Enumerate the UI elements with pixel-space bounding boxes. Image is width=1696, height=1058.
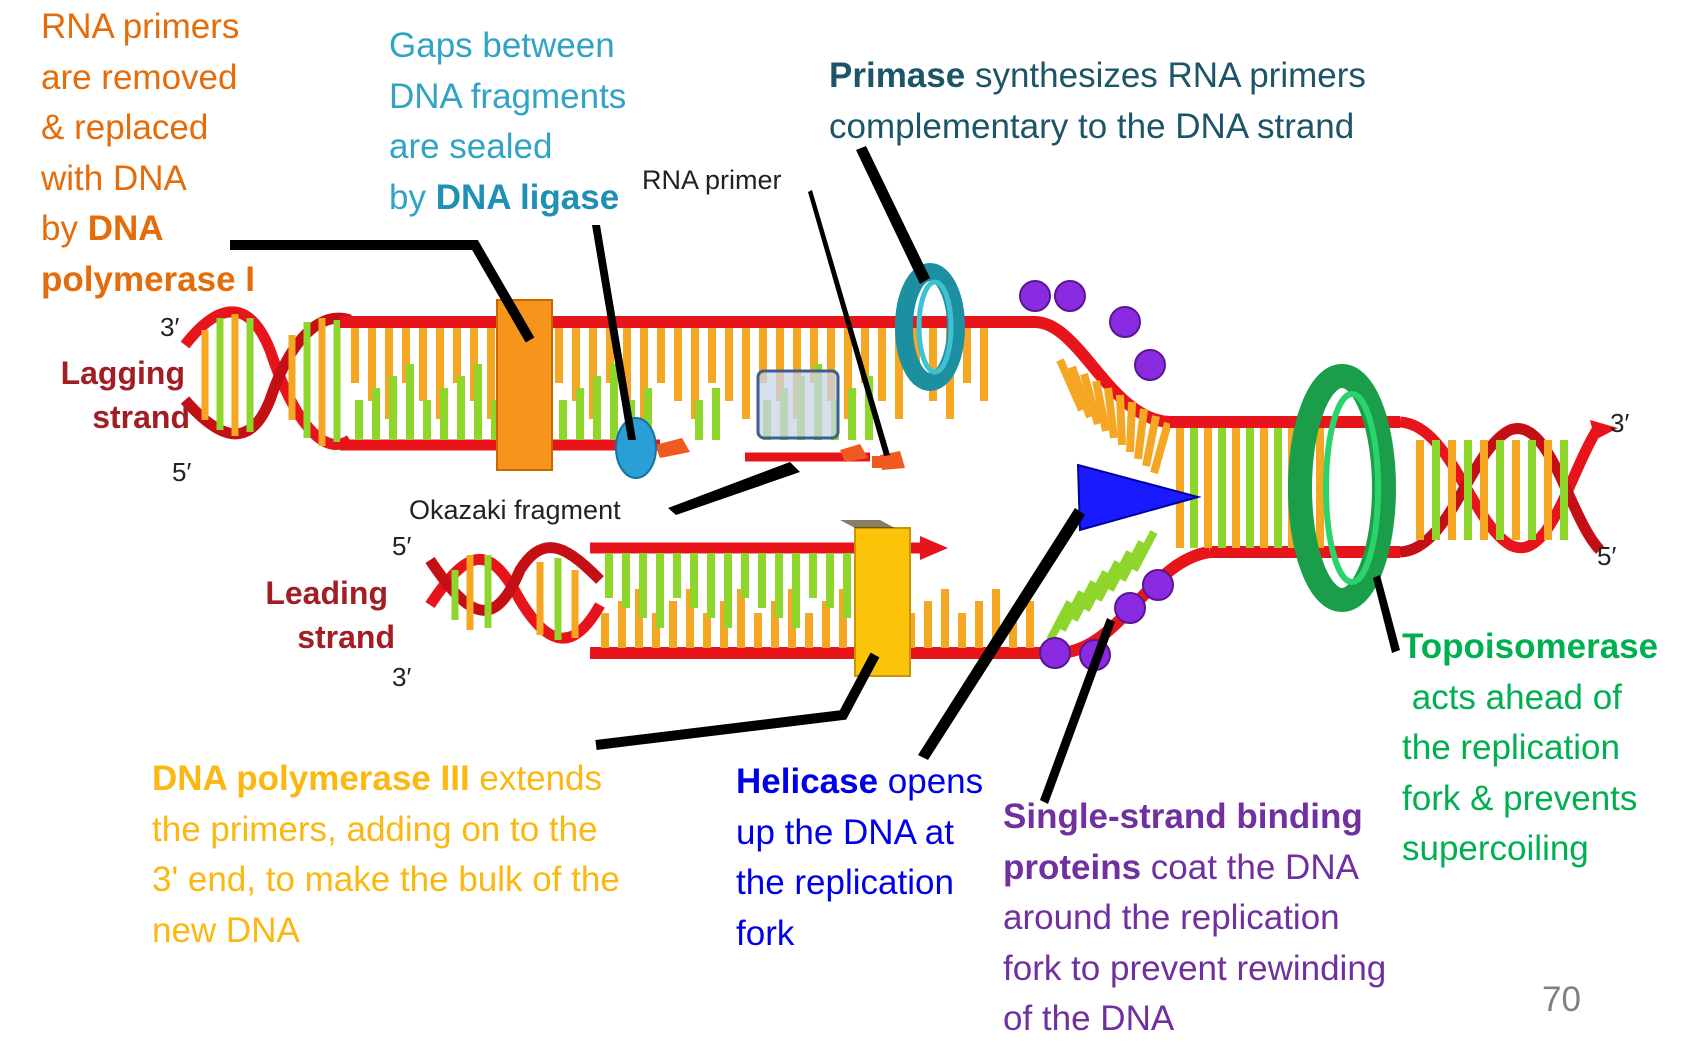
ssb-protein: [1142, 569, 1174, 601]
helicase-caption: Helicase opens up the DNA at the replica…: [736, 757, 983, 959]
dna-polymerase-i-caption: RNA primers are removed & replaced with …: [41, 2, 255, 305]
pol3-line-2: the primers, adding on to the: [152, 809, 598, 849]
duplex-5prime-label: 5′: [1597, 541, 1616, 571]
ssb-protein: [1114, 592, 1146, 624]
base-pair-rung: [1118, 540, 1146, 582]
ligase-line-3: are sealed: [389, 127, 553, 166]
base-pair-rung: [1130, 530, 1158, 572]
helicase-wedge: [1076, 463, 1202, 532]
base-pair-rung: [1058, 590, 1086, 632]
ssb-protein: [1039, 637, 1071, 669]
duplex-3prime-label: 3′: [1610, 408, 1629, 438]
topo-line-1-bold: Topoisomerase: [1402, 627, 1659, 666]
ligase-line-1: Gaps between: [389, 26, 615, 65]
ssb-protein: [1054, 280, 1086, 312]
lagging-3prime-label: 3′: [160, 312, 179, 342]
fork-open-bases: [1046, 358, 1172, 642]
base-pair-rung: [1046, 600, 1074, 642]
dna-polymerase-iii-caption: DNA polymerase III extends the primers, …: [152, 754, 620, 956]
parental-duplex-bases: [1176, 428, 1568, 548]
ligase-line-4-prefix: by: [389, 177, 436, 217]
base-pair-rung: [1056, 358, 1086, 412]
leading-helix-left: [425, 542, 605, 644]
pol3-bold: DNA polymerase III: [152, 759, 470, 798]
lagging-5prime-label: 5′: [172, 457, 191, 487]
leading-strand-label-1: Leading: [265, 575, 388, 611]
dna-ligase-caption: Gaps between DNA fragments are sealed by…: [389, 21, 626, 223]
okazaki-gap-box: [756, 369, 840, 440]
primase-rest: synthesizes RNA primers: [965, 56, 1366, 95]
pol1-line-4: with DNA: [41, 158, 187, 198]
base-pair-rung: [1106, 550, 1134, 592]
page-number: 70: [1542, 980, 1581, 1019]
dna-polymerase-iii-shape: [854, 527, 911, 677]
pol3-line-3: 3' end, to make the bulk of the: [152, 860, 620, 899]
pol1-line-5-prefix: by: [41, 209, 88, 248]
ssb-protein: [1019, 280, 1051, 312]
base-pair-rung: [1068, 365, 1094, 419]
helicase-line-3: the replication: [736, 863, 954, 902]
topo-line-3: the replication: [1402, 728, 1620, 767]
primase-caption: Primase synthesizes RNA primers compleme…: [829, 51, 1366, 152]
base-pair-rung: [1126, 401, 1136, 453]
ligase-line-4-bold: DNA ligase: [435, 177, 620, 217]
ssb-line-4: fork to prevent rewinding: [1003, 948, 1387, 988]
topoisomerase-ring: [1288, 364, 1396, 612]
base-pair-rung: [1150, 421, 1172, 475]
base-pair-rung: [1092, 380, 1110, 432]
okazaki-fragment-label: Okazaki fragment: [409, 495, 621, 525]
pointer-lines: [230, 146, 1400, 804]
lagging-strand-bases: [351, 328, 988, 440]
helicase-line-2: up the DNA at: [736, 812, 954, 852]
pol1-line-3: & replaced: [41, 108, 209, 147]
ssb-line-2-bold: proteins: [1003, 847, 1142, 887]
leading-3prime-label: 3′: [392, 662, 411, 692]
topo-line-4: fork & prevents: [1402, 778, 1638, 818]
ssb-line-1-bold: Single-strand binding: [1003, 797, 1363, 836]
pol1-line-1: RNA primers: [41, 7, 240, 46]
primase-line-2: complementary to the DNA strand: [829, 106, 1355, 146]
base-pair-rung: [1142, 415, 1160, 467]
primase-bold: Primase: [829, 56, 966, 95]
pol1-line-5: by DNA: [41, 204, 255, 255]
dna-ligase-shape: [615, 417, 657, 479]
ligase-line-2: DNA fragments: [389, 76, 627, 116]
ssb-line-3: around the replication: [1003, 898, 1340, 937]
rna-primer-label: RNA primer: [642, 165, 782, 195]
diagram-labels: Lagging strand Leading strand 3′ 5′ 5′ 3…: [61, 165, 1630, 692]
ssb-line-2-rest: coat the DNA: [1141, 847, 1359, 887]
leading-strand-label-2: strand: [297, 619, 395, 655]
pol1-line-5-bold: DNA: [87, 209, 164, 248]
pol3-line-4: new DNA: [152, 910, 300, 950]
topo-line-2: acts ahead of: [1402, 677, 1622, 717]
ssb-caption: Single-strand binding proteins coat the …: [1003, 792, 1386, 1045]
lagging-helix-left: [180, 306, 354, 450]
helicase-bold: Helicase: [736, 762, 879, 801]
base-pair-rung: [1080, 372, 1102, 426]
base-pair-rung: [1134, 408, 1148, 460]
rna-primer-marks: [655, 438, 905, 470]
helicase-line-4: fork: [736, 913, 795, 953]
ssb-protein: [1134, 349, 1166, 381]
leading-strand-bases: [601, 553, 1034, 648]
lagging-strand-label-1: Lagging: [61, 355, 185, 391]
lagging-strand-label-2: strand: [92, 399, 190, 435]
ssb-line-5: of the DNA: [1003, 999, 1175, 1038]
pol1-line-2: are removed: [41, 57, 238, 97]
base-pair-rung: [1104, 387, 1118, 439]
helicase-rest: opens: [878, 762, 984, 801]
base-pair-rung: [1070, 580, 1098, 622]
base-pair-rung: [1082, 570, 1110, 612]
primase-ring: [895, 263, 965, 391]
ssb-protein: [1109, 306, 1141, 338]
topoisomerase-caption: Topoisomerase acts ahead of the replicat…: [1402, 622, 1658, 875]
pol3-rest: extends: [469, 759, 603, 798]
topo-line-5: supercoiling: [1402, 829, 1589, 868]
base-pair-rung: [1094, 560, 1122, 602]
base-pair-rung: [1116, 394, 1126, 446]
pol1-line-6-bold: polymerase I: [41, 259, 255, 299]
leading-5prime-label: 5′: [392, 531, 411, 561]
